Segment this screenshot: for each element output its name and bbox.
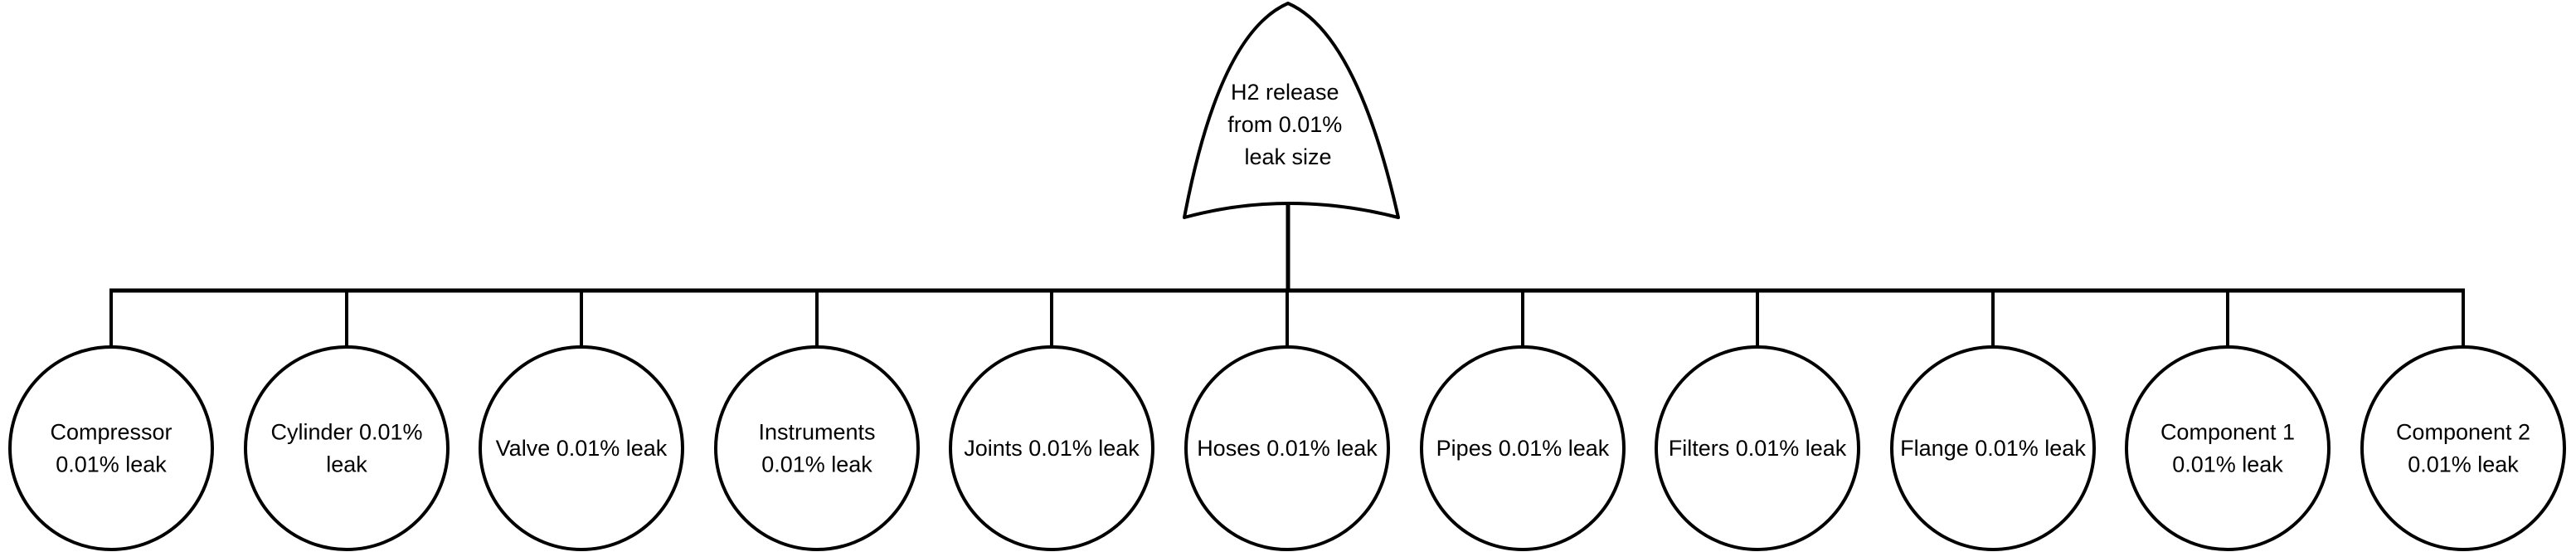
basic-event-label: Compressor 0.01% leak [50,420,172,477]
basic-event: Flange 0.01% leak [1890,345,2096,551]
basic-event-circle [1420,345,1626,551]
basic-event-label-line: Instruments [758,420,875,445]
basic-event: Valve 0.01% leak [479,345,684,551]
basic-event-circle [2125,345,2331,551]
basic-event-circle [1655,345,1860,551]
basic-event-label: Cylinder 0.01% leak [270,420,422,477]
or-gate: H2 release from 0.01% leak size [1183,2,1400,219]
basic-event-label: Hoses 0.01% leak [1197,436,1378,461]
basic-event-circle [244,345,450,551]
basic-events: Compressor 0.01% leak Cylinder 0.01% leak Va… [8,345,2566,551]
gate-label: H2 release from 0.01% leak size [1227,80,1349,169]
basic-event: Component 1 0.01% leak [2125,345,2331,551]
basic-event-label-line: Compressor [50,420,172,445]
basic-event-label-line: Cylinder 0.01% [270,420,422,445]
basic-event-circle [479,345,684,551]
basic-event: Component 2 0.01% leak [2360,345,2566,551]
basic-event: Filters 0.01% leak [1655,345,1860,551]
gate-label-line: leak size [1244,144,1331,169]
basic-event-label-line: Hoses 0.01% leak [1197,436,1378,461]
basic-event-label-line: Joints 0.01% leak [964,436,1140,461]
basic-event-circle [1184,345,1390,551]
basic-event-label: Instruments 0.01% leak [758,420,875,477]
basic-event-label-line: Pipes 0.01% leak [1436,436,1610,461]
basic-event-circle [949,345,1154,551]
basic-event-circle [2360,345,2566,551]
basic-event-label-line: 0.01% leak [761,452,872,477]
basic-event-label: Filters 0.01% leak [1669,436,1847,461]
basic-event-label-line: Valve 0.01% leak [496,436,668,461]
basic-event-label-line: 0.01% leak [2172,452,2283,477]
basic-event-label: Valve 0.01% leak [496,436,668,461]
basic-event-circle [8,345,214,551]
basic-event-label-line: 0.01% leak [2408,452,2519,477]
basic-event-label-line: Component 1 [2160,420,2295,445]
basic-event-label-line: Component 2 [2396,420,2530,445]
basic-event: Instruments 0.01% leak [714,345,920,551]
connector-lines [109,199,2465,347]
basic-event-label-line: Filters 0.01% leak [1669,436,1847,461]
gate-label-line: from 0.01% [1227,112,1342,137]
basic-event: Hoses 0.01% leak [1184,345,1390,551]
basic-event-circle [714,345,920,551]
or-gate-shape [1183,2,1400,219]
basic-event-label-line: Flange 0.01% leak [1900,436,2086,461]
basic-event: Cylinder 0.01% leak [244,345,450,551]
basic-event: Pipes 0.01% leak [1420,345,1626,551]
basic-event-label-line: 0.01% leak [56,452,167,477]
basic-event: Compressor 0.01% leak [8,345,214,551]
basic-event-label: Pipes 0.01% leak [1436,436,1610,461]
basic-event-label: Joints 0.01% leak [964,436,1140,461]
basic-event-label-line: leak [326,452,367,477]
basic-event-circle [1890,345,2096,551]
basic-event: Joints 0.01% leak [949,345,1154,551]
gate-label-line: H2 release [1231,80,1339,105]
basic-event-label: Component 1 0.01% leak [2160,420,2295,477]
basic-event-label: Flange 0.01% leak [1900,436,2086,461]
basic-event-label: Component 2 0.01% leak [2396,420,2530,477]
